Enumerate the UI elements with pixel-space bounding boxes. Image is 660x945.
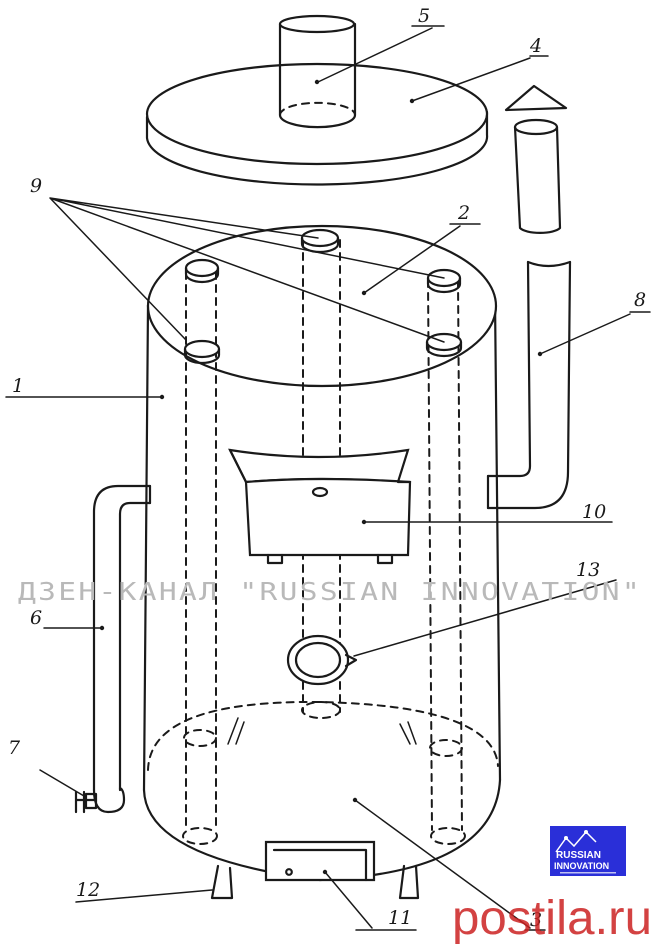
label-3: 3 [530,909,542,931]
tap [74,790,98,814]
top-pipe-stubs [183,228,463,365]
lid [145,62,489,166]
lid-chimney-stub [278,14,356,34]
label-12: 12 [76,879,100,901]
site-mark: postila.ru [452,892,652,945]
air-inlet [286,634,358,686]
reference-numbers: 1 2 3 4 5 6 7 8 9 10 11 12 13 [8,5,646,931]
legs [210,864,420,900]
label-9: 9 [30,175,42,197]
label-5: 5 [418,5,430,27]
label-2: 2 [457,202,470,224]
water-pipe [92,484,152,814]
fuel-door [228,448,412,565]
label-6: 6 [30,607,42,629]
label-4: 4 [529,35,542,57]
chimney-section [513,118,562,234]
site-mark-text: postila.ru [452,892,652,945]
leader-lines [5,25,651,931]
logo-line-1: RUSSIAN [556,850,601,861]
label-7: 7 [8,737,21,759]
logo-line-2: INNOVATION [554,861,609,871]
label-1: 1 [12,375,24,397]
channel-watermark: ДЗЕН-КАНАЛ "RUSSIAN INNOVATION" [18,577,642,606]
label-8: 8 [634,289,646,311]
label-10: 10 [582,501,606,523]
label-13: 13 [576,559,600,581]
chimney-pipe [486,260,572,510]
chimney-cap [504,84,568,112]
channel-logo: RUSSIAN INNOVATION [550,826,626,876]
label-11: 11 [388,907,412,929]
ash-door [264,840,376,882]
lid-assembly [145,14,489,186]
